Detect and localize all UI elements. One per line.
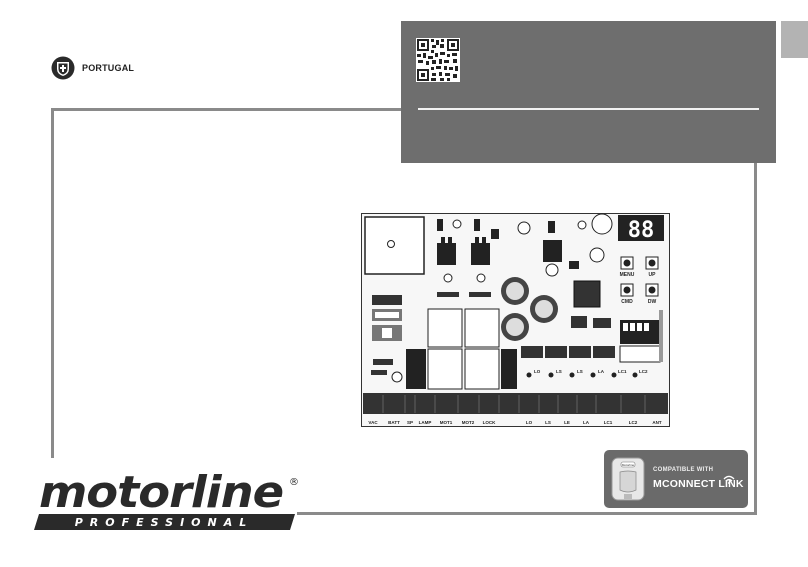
terminal-label-vac: VAC — [368, 420, 378, 425]
portugal-coat-of-arms-icon — [51, 56, 75, 80]
terminal-label-la: LA — [583, 420, 590, 425]
country-label: PORTUGAL — [82, 63, 135, 73]
device-brand-label: Motorline — [622, 463, 635, 467]
badge-compatible-text: COMPATIBLE WITH — [653, 467, 714, 473]
terminal-label-lamp: LAMP — [419, 420, 432, 425]
terminal-label-mot2: MOT2 — [462, 420, 475, 425]
badge-product-name: MCONNECT LINK — [653, 478, 744, 490]
mconnect-device-icon: Motorline — [610, 456, 646, 502]
terminal-label-batt: BATT — [388, 420, 400, 425]
led-label-lc2: LC2 — [639, 369, 648, 374]
wifi-icon — [723, 471, 735, 489]
led-label-ls1: LS — [556, 369, 562, 374]
country-indicator: PORTUGAL — [50, 55, 134, 81]
frame-line-top — [51, 108, 401, 111]
frame-line-left — [51, 108, 54, 458]
header-panel — [401, 21, 776, 163]
frame-line-bottom — [297, 512, 757, 515]
header-panel-divider — [418, 108, 759, 110]
terminal-label-le: LE — [564, 420, 570, 425]
button-label-cmd: CMD — [621, 299, 633, 305]
terminal-label-lc2: LC2 — [629, 420, 638, 425]
terminal-label-lock: LOCK — [483, 420, 496, 425]
terminal-label-sp: SP — [407, 420, 413, 425]
terminal-label-ls: LS — [545, 420, 551, 425]
terminal-label-mot1: MOT1 — [440, 420, 453, 425]
button-label-menu: MENU — [620, 272, 635, 278]
page-corner-tab — [781, 21, 808, 58]
led-label-lo: LO — [534, 369, 541, 374]
led-label-ls2: LS — [577, 369, 583, 374]
seven-segment-display: 88 — [628, 218, 655, 243]
led-label-la: LA — [598, 369, 605, 374]
frame-line-right — [754, 162, 757, 515]
registered-mark: ® — [289, 477, 299, 488]
brand-name: motorline — [39, 467, 283, 518]
terminal-label-ant: ANT — [652, 420, 661, 425]
control-board-image: 88 MENU UP CMD DW LO LS LS LA — [361, 213, 670, 427]
button-label-dw: DW — [648, 299, 657, 305]
qr-code-icon[interactable] — [416, 38, 460, 82]
button-label-up: UP — [649, 272, 657, 278]
motorline-logo: motorline ® PROFESSIONAL — [33, 467, 303, 533]
terminal-label-lo: LO — [526, 420, 533, 425]
led-label-lc1: LC1 — [618, 369, 627, 374]
brand-tagline: PROFESSIONAL — [75, 516, 254, 529]
terminal-label-lc1: LC1 — [604, 420, 613, 425]
